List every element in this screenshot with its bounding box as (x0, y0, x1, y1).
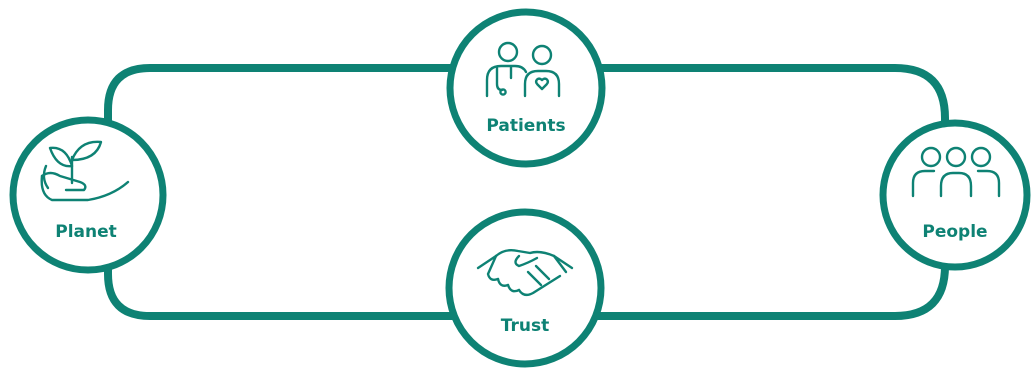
node-trust: Trust (445, 208, 605, 368)
seedling-hand-icon (40, 140, 130, 202)
trust-ring (445, 208, 605, 368)
planet-label: Planet (55, 222, 117, 242)
planet-ring (9, 116, 167, 274)
people-ring (879, 119, 1031, 271)
doctor-patient-icon (485, 41, 561, 98)
node-patients: Patients (446, 8, 606, 168)
group-icon (911, 146, 1001, 198)
handshake-icon (476, 248, 574, 297)
connector-loop (104, 64, 949, 320)
people-label: People (922, 222, 987, 242)
trust-label: Trust (501, 316, 549, 336)
node-planet: Planet (9, 116, 167, 274)
node-people: People (879, 119, 1031, 271)
patients-label: Patients (486, 116, 565, 136)
